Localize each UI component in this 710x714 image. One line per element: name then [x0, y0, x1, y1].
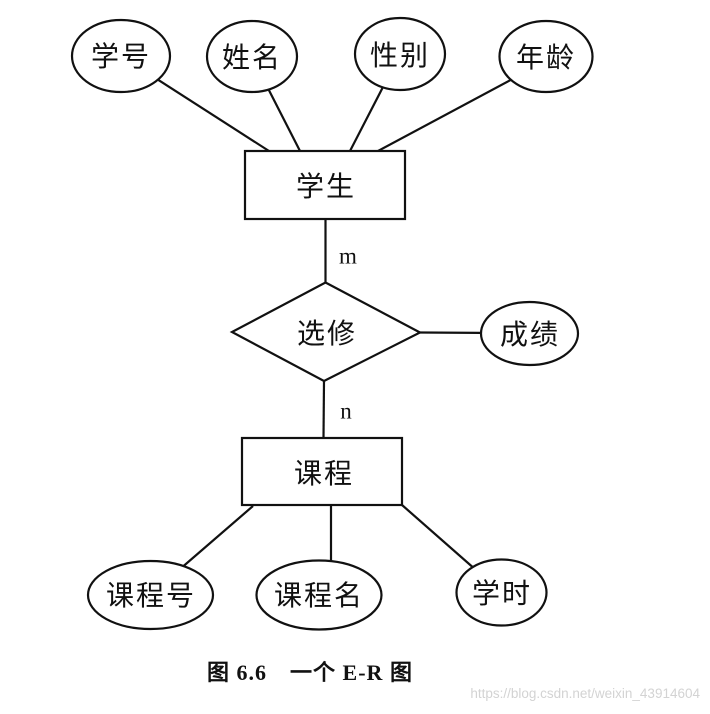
- attribute-label-score: 成绩: [499, 319, 561, 350]
- entity-label-student: 学生: [295, 171, 357, 202]
- attribute-label-student-id: 学号: [90, 41, 152, 72]
- ellipse-course-no-attribute: [86, 559, 215, 631]
- diamond-elective-relationship: [229, 281, 423, 383]
- entity-label-course: 课程: [293, 458, 355, 489]
- figure-caption: 图 6.6 一个 E-R 图: [207, 660, 413, 685]
- line-relationship-course: [322, 380, 326, 439]
- csdn-watermark: https://blog.csdn.net/weixin_43914604: [470, 686, 700, 701]
- rect-student-entity: [243, 149, 407, 221]
- attribute-label-gender: 性别: [369, 40, 431, 71]
- ellipse-student-id-attribute: [70, 18, 172, 94]
- ellipse-hours-attribute: [455, 558, 548, 627]
- diagram-shapes: [70, 16, 594, 631]
- cardinality-label-n: n: [340, 398, 352, 424]
- attribute-label-course-no: 课程号: [105, 580, 197, 611]
- relationship-label-elective: 选修: [296, 318, 358, 349]
- ellipse-course-name-attribute: [255, 559, 383, 631]
- rect-course-entity: [240, 436, 404, 507]
- line-age-student: [377, 67, 534, 152]
- cardinality-label-m: m: [339, 243, 357, 269]
- attribute-label-age: 年龄: [515, 42, 577, 73]
- attribute-label-course-name: 课程名: [273, 580, 365, 611]
- ellipse-name-attribute: [205, 19, 299, 94]
- attribute-label-name: 姓名: [221, 42, 283, 73]
- ellipse-gender-attribute: [353, 16, 447, 92]
- attribute-label-hours: 学时: [471, 578, 533, 609]
- ellipse-age-attribute: [498, 19, 594, 94]
- ellipse-score-attribute: [479, 300, 580, 367]
